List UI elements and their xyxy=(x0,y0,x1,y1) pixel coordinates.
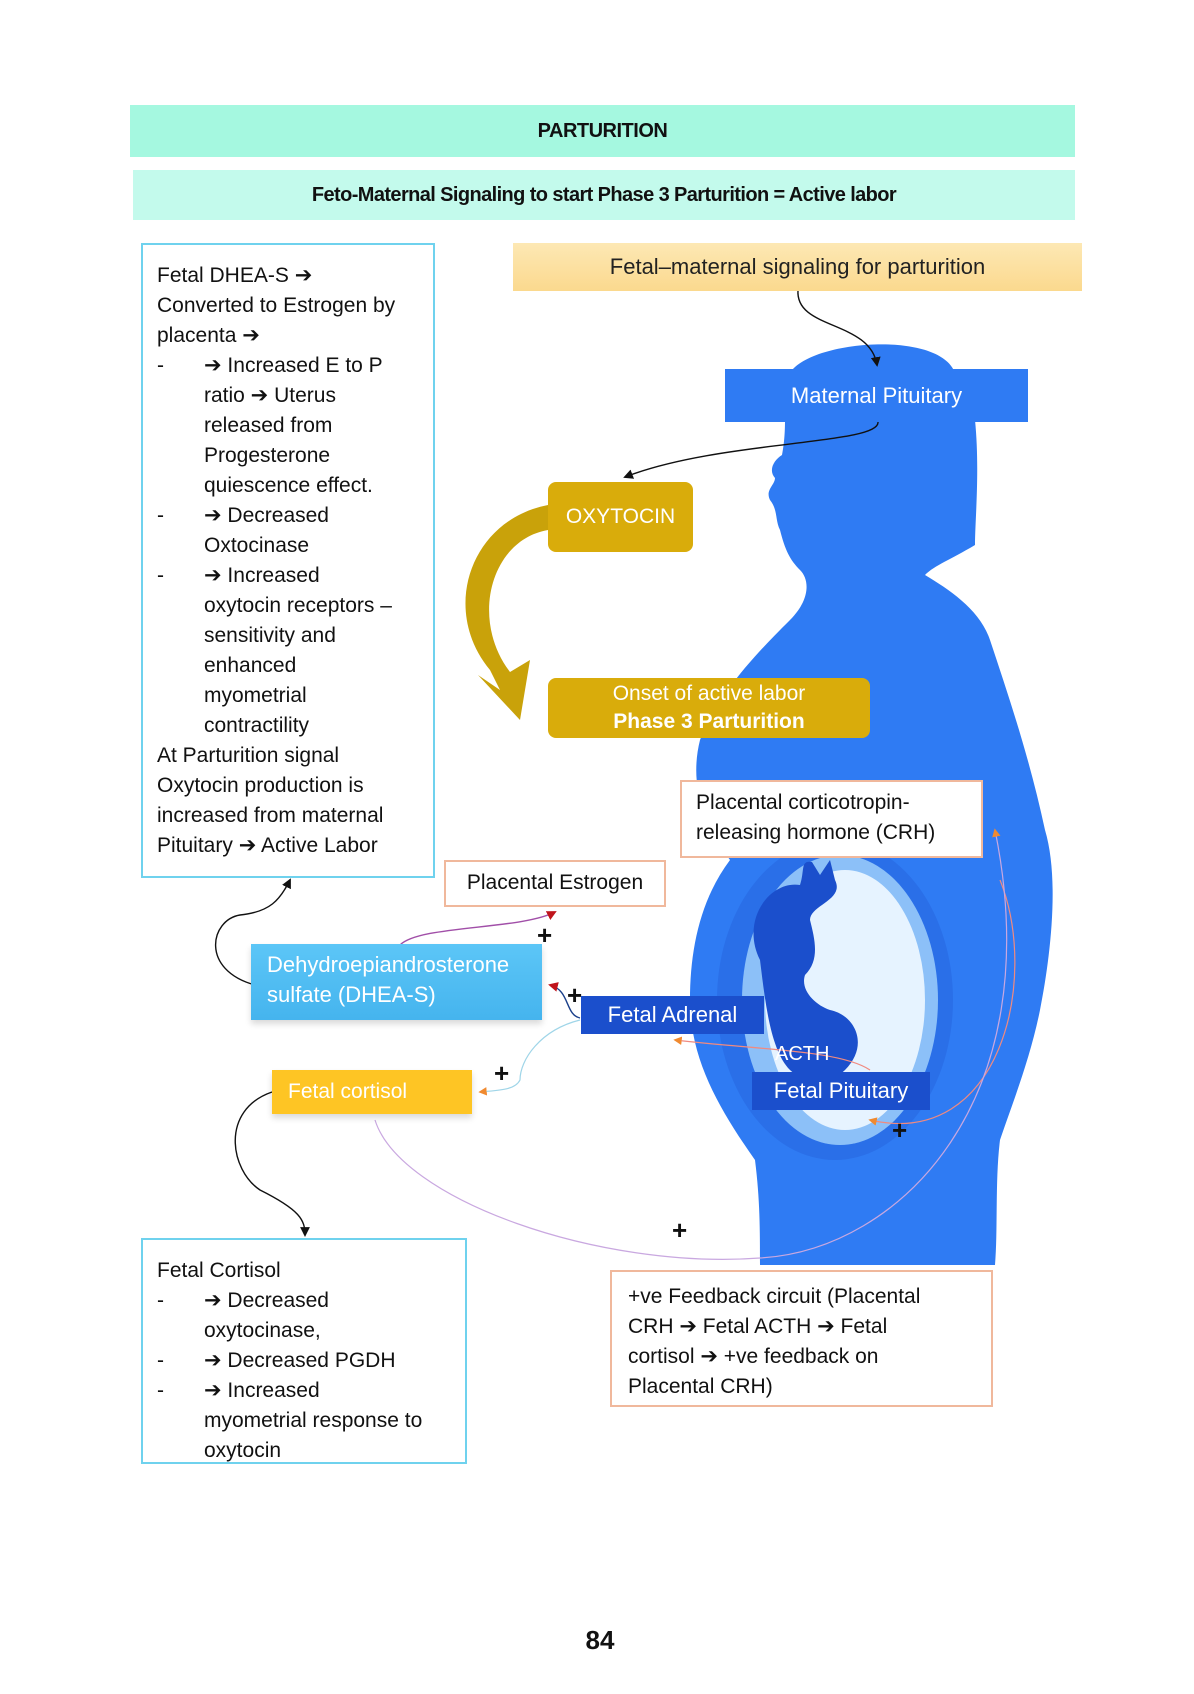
box-title: Fetal Cortisol xyxy=(157,1259,281,1282)
box-line: Placental CRH) xyxy=(628,1375,773,1398)
plus-sign: + xyxy=(494,1058,510,1088)
box-line: released from xyxy=(204,414,333,437)
bullet-dash: - xyxy=(157,564,164,587)
plus-sign: + xyxy=(892,1115,908,1145)
box-line: oxytocinase, xyxy=(204,1319,321,1342)
box-line: ➔ Decreased xyxy=(204,1289,329,1312)
list-item: - ➔ Increased E to P ratio ➔ Uterus rele… xyxy=(157,351,419,501)
list-item: - ➔ Increased myometrial response to oxy… xyxy=(157,1376,451,1466)
arrow-right-icon: ➔ xyxy=(294,264,313,287)
page-number: 84 xyxy=(585,1625,615,1655)
plus-sign: + xyxy=(672,1215,688,1245)
onset-label: Onset of active labor xyxy=(612,682,806,705)
box-line: oxytocin receptors – xyxy=(204,594,392,617)
box-line: quiescence effect. xyxy=(204,474,373,497)
box-line: ➔ Decreased PGDH xyxy=(204,1349,396,1372)
fetus-silhouette xyxy=(753,860,858,1080)
box-line: cortisol ➔ +ve feedback on xyxy=(628,1345,879,1368)
bullet-dash: - xyxy=(157,1289,164,1312)
oxytocin-label: OXYTOCIN xyxy=(565,505,676,528)
oxytocin-curved-arrow xyxy=(465,505,548,720)
plus-sign: + xyxy=(567,980,583,1010)
box-line: ratio ➔ Uterus xyxy=(204,384,336,407)
box-line: placenta xyxy=(157,324,243,347)
feedback-circuit-box: +ve Feedback circuit (Placental CRH ➔ Fe… xyxy=(610,1270,993,1407)
dhea-effects-box: Fetal DHEA-S ➔ Converted to Estrogen by … xyxy=(141,243,435,878)
bullet-dash: - xyxy=(157,1379,164,1402)
box-line: sensitivity and xyxy=(204,624,336,647)
box-line: At Parturition signal xyxy=(157,744,340,767)
fetal-adrenal-node: Fetal Adrenal xyxy=(581,996,764,1034)
phase3-label: Phase 3 Parturition xyxy=(613,710,805,733)
list-item: - ➔ Decreased oxytocinase, xyxy=(157,1286,451,1346)
box-line: CRH ➔ Fetal ACTH ➔ Fetal xyxy=(628,1315,888,1338)
placental-estrogen-node: Placental Estrogen xyxy=(444,860,666,907)
oxytocin-node: OXYTOCIN xyxy=(548,482,693,552)
page-subtitle: Feto-Maternal Signaling to start Phase 3… xyxy=(133,170,1075,220)
box-line: Converted to Estrogen by xyxy=(157,294,396,317)
box-line: Fetal DHEA-S xyxy=(157,264,295,287)
fetal-cortisol-node: Fetal cortisol xyxy=(272,1070,472,1114)
box-line: myometrial response to xyxy=(204,1409,423,1432)
fetal-cortisol-effects-box: Fetal Cortisol - ➔ Decreased oxytocinase… xyxy=(141,1238,467,1464)
dhea-label-line1: Dehydroepiandrosterone xyxy=(267,952,510,977)
bullet-dash: - xyxy=(157,1349,164,1372)
fetal-pituitary-node: Fetal Pituitary xyxy=(752,1072,930,1110)
box-line: Pituitary ➔ Active Labor xyxy=(157,834,378,857)
box-line: +ve Feedback circuit (Placental xyxy=(628,1285,921,1308)
signaling-banner: Fetal–maternal signaling for parturition xyxy=(513,243,1082,291)
onset-active-labor-node: Onset of active labor Phase 3 Parturitio… xyxy=(548,678,870,738)
box-line: ➔ Increased xyxy=(204,564,320,587)
box-line: ➔ Decreased xyxy=(204,504,329,527)
acth-label: ACTH xyxy=(775,1043,830,1065)
dhea-s-node: Dehydroepiandrosterone sulfate (DHEA-S) xyxy=(251,944,542,1020)
box-line: contractility xyxy=(204,714,310,737)
crh-label-line2: releasing hormone (CRH) xyxy=(696,821,936,844)
box-line: ➔ Increased xyxy=(204,1379,320,1402)
box-line: increased from maternal xyxy=(157,804,384,827)
dhea-label-line2: sulfate (DHEA-S) xyxy=(267,982,436,1007)
box-line: Oxytocin production is xyxy=(157,774,364,797)
box-line: enhanced xyxy=(204,654,297,677)
page-title: PARTURITION xyxy=(130,105,1075,157)
maternal-pituitary-node: Maternal Pituitary xyxy=(725,369,1028,422)
box-line: Progesterone xyxy=(204,444,331,467)
box-line: oxytocin xyxy=(204,1439,282,1462)
list-item: - ➔ Increased oxytocin receptors – sensi… xyxy=(157,561,419,741)
box-line: myometrial xyxy=(204,684,307,707)
crh-label-line1: Placental corticotropin- xyxy=(696,791,910,814)
list-item: - ➔ Decreased PGDH xyxy=(157,1346,451,1376)
plus-sign: + xyxy=(537,920,553,950)
arrow-right-icon: ➔ xyxy=(242,324,260,347)
list-item: - ➔ Decreased Oxtocinase xyxy=(157,501,419,561)
bullet-dash: - xyxy=(157,504,164,527)
placental-crh-node: Placental corticotropin- releasing hormo… xyxy=(680,780,983,858)
box-line: ➔ Increased E to P xyxy=(204,354,383,377)
box-line: Oxtocinase xyxy=(204,534,310,557)
bullet-dash: - xyxy=(157,354,164,377)
